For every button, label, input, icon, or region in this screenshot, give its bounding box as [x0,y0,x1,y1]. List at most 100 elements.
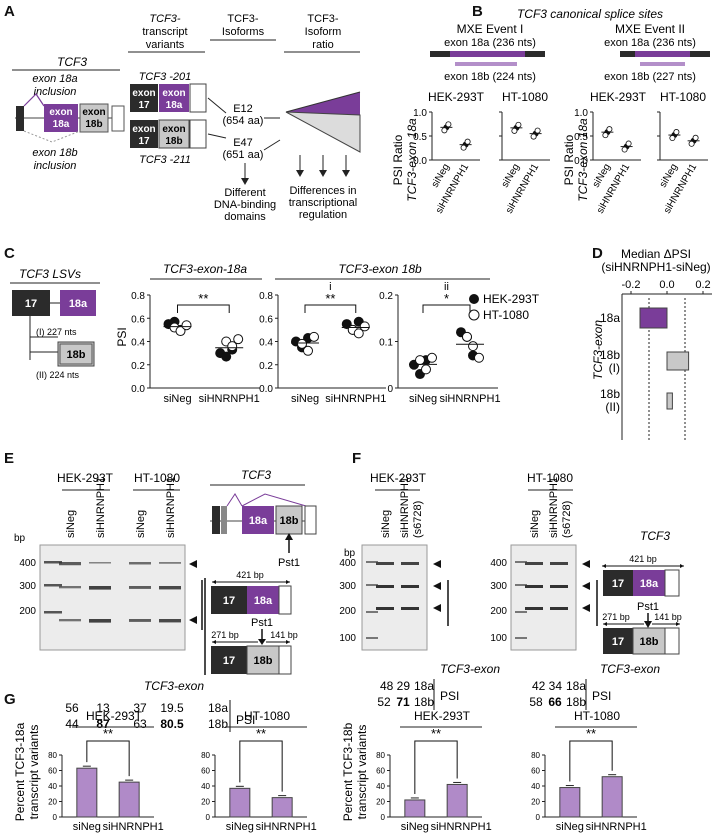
b-point [625,140,632,147]
d-tick-label: -0.2 [622,279,641,291]
g-tick-label: 60 [376,767,385,776]
c-tick-label: 0.0 [259,384,273,395]
c-x-sih: siHNRNPH1 [199,393,260,405]
g-x-sih: siHNRNPH1 [103,821,164,833]
diff-dna-3: domains [224,211,266,223]
e-band-271 [159,586,181,590]
f-band-421 [376,562,394,565]
event1-18b-len: exon 18b (224 nts) [444,71,536,83]
e-t2-18b: 18b [254,655,273,667]
b-point [606,126,613,133]
f-band-421 [550,562,568,565]
col-variants-3: variants [146,39,185,51]
f-t2-18b: 18b [640,636,659,648]
g-sig: ** [256,726,266,741]
e-row18a-label: 18a [208,701,228,715]
e-psi-18a: 19.5 [160,701,184,715]
f-ladder-band [366,584,378,586]
f-ht-row18a: 18a [566,679,586,693]
g-bar [76,767,98,818]
d-bar [639,307,668,329]
e-psi-18b: 44 [65,717,79,731]
f-lane-id: (s6728) [561,501,573,538]
b-point [669,135,676,142]
e-pst1-a: Pst1 [278,557,300,569]
f-hek-row18b: 18b [414,695,434,709]
g-x-sih: siHNRNPH1 [586,821,647,833]
legend-hek: HEK-293T [483,292,540,306]
inclusion-18a-label: exon 18a [32,73,77,85]
f-ladder-band [515,584,527,586]
e-lane-label: siNeg [135,510,147,538]
e-ladder-band [44,611,62,614]
f-len141: 141 bp [654,612,682,622]
variant-201: TCF3 -201 [139,71,192,83]
e-band-271 [59,586,81,589]
t211-exon18b: exon [162,124,185,135]
c-x-sineg: siNeg [291,393,319,405]
c-tick-label: 0.2 [379,291,393,302]
c-sig-bracket [422,304,471,313]
g-x-sineg: siNeg [401,821,429,833]
panel-c: TCF3 LSVs 17 18a (I) 227 nts 18b (II) 22… [10,262,540,405]
inclusion-18b-label: exon 18b [32,147,77,159]
b-e1-cell2: HT-1080 [502,90,548,104]
event1-title: MXE Event I [457,22,524,36]
col-ratio-3: ratio [312,39,333,51]
f-bp-100: 100 [339,633,356,644]
g-tick-label: 20 [201,798,210,807]
exon-18b-block [79,103,109,133]
b-tick-label: 1.0 [574,108,588,119]
f-hek-row18a: 18a [414,679,434,693]
e-band-421 [59,562,81,566]
g-x-sih: siHNRNPH1 [431,821,492,833]
f-gel-hek [361,544,428,651]
f-len271: 271 bp [602,612,630,622]
inclusion-18b-label-2: inclusion [34,160,77,172]
e-band-141 [89,619,111,623]
d-bar [666,351,690,371]
g-tick-label: 20 [376,798,385,807]
isoform-e12: E12 [233,103,253,115]
f-hek-18b-a: 52 [377,695,391,709]
f-band-271 [376,585,394,588]
f-lane-id: (s6728) [412,501,424,538]
c-tick-label: 0.8 [131,291,145,302]
b-tick-label: 1.0 [413,108,427,119]
c-point [415,355,425,366]
g-bar [118,781,140,818]
b-point [460,144,467,151]
g-ylabel-a-2: transcript variants [27,725,41,820]
f-t1-18a: 18a [640,578,659,590]
d-cat-18b: 18b [600,348,620,362]
c-point [353,328,364,339]
f-band-141 [550,607,568,610]
e-len141: 141 bp [270,630,298,640]
c-tick-label: 0.0 [131,384,145,395]
f-ladder-band [515,611,527,613]
b-point [688,140,695,147]
e-lane-label: siNeg [65,510,77,538]
col-isoforms-1: TCF3- [227,13,259,25]
g-x-sineg: siNeg [73,821,101,833]
g-tick-label: 0 [206,813,211,822]
e-lane-label: siHNRNPH1 [95,477,107,538]
c-sig-bracket [177,304,230,313]
e-t1-18a: 18a [254,595,273,607]
g-ylabel-a-1: Percent TCF3-18a [13,722,27,821]
g-cell-title: HT-1080 [244,709,290,723]
e-psi-18b: 80.5 [160,717,184,731]
g-tick-label: 40 [201,782,210,791]
e-exon-label: TCF3-exon [144,679,204,693]
g-tick-label: 40 [48,782,57,791]
col-variants-1: TCF3- [149,13,181,25]
f-ladder-band [366,561,378,563]
c-point [221,351,232,362]
panel-letter-e: E [4,450,14,467]
g-bar [601,776,623,818]
c-sig: ** [198,291,208,306]
f-bp-100b: 100 [490,633,507,644]
e-psi-18a: 13 [96,701,110,715]
